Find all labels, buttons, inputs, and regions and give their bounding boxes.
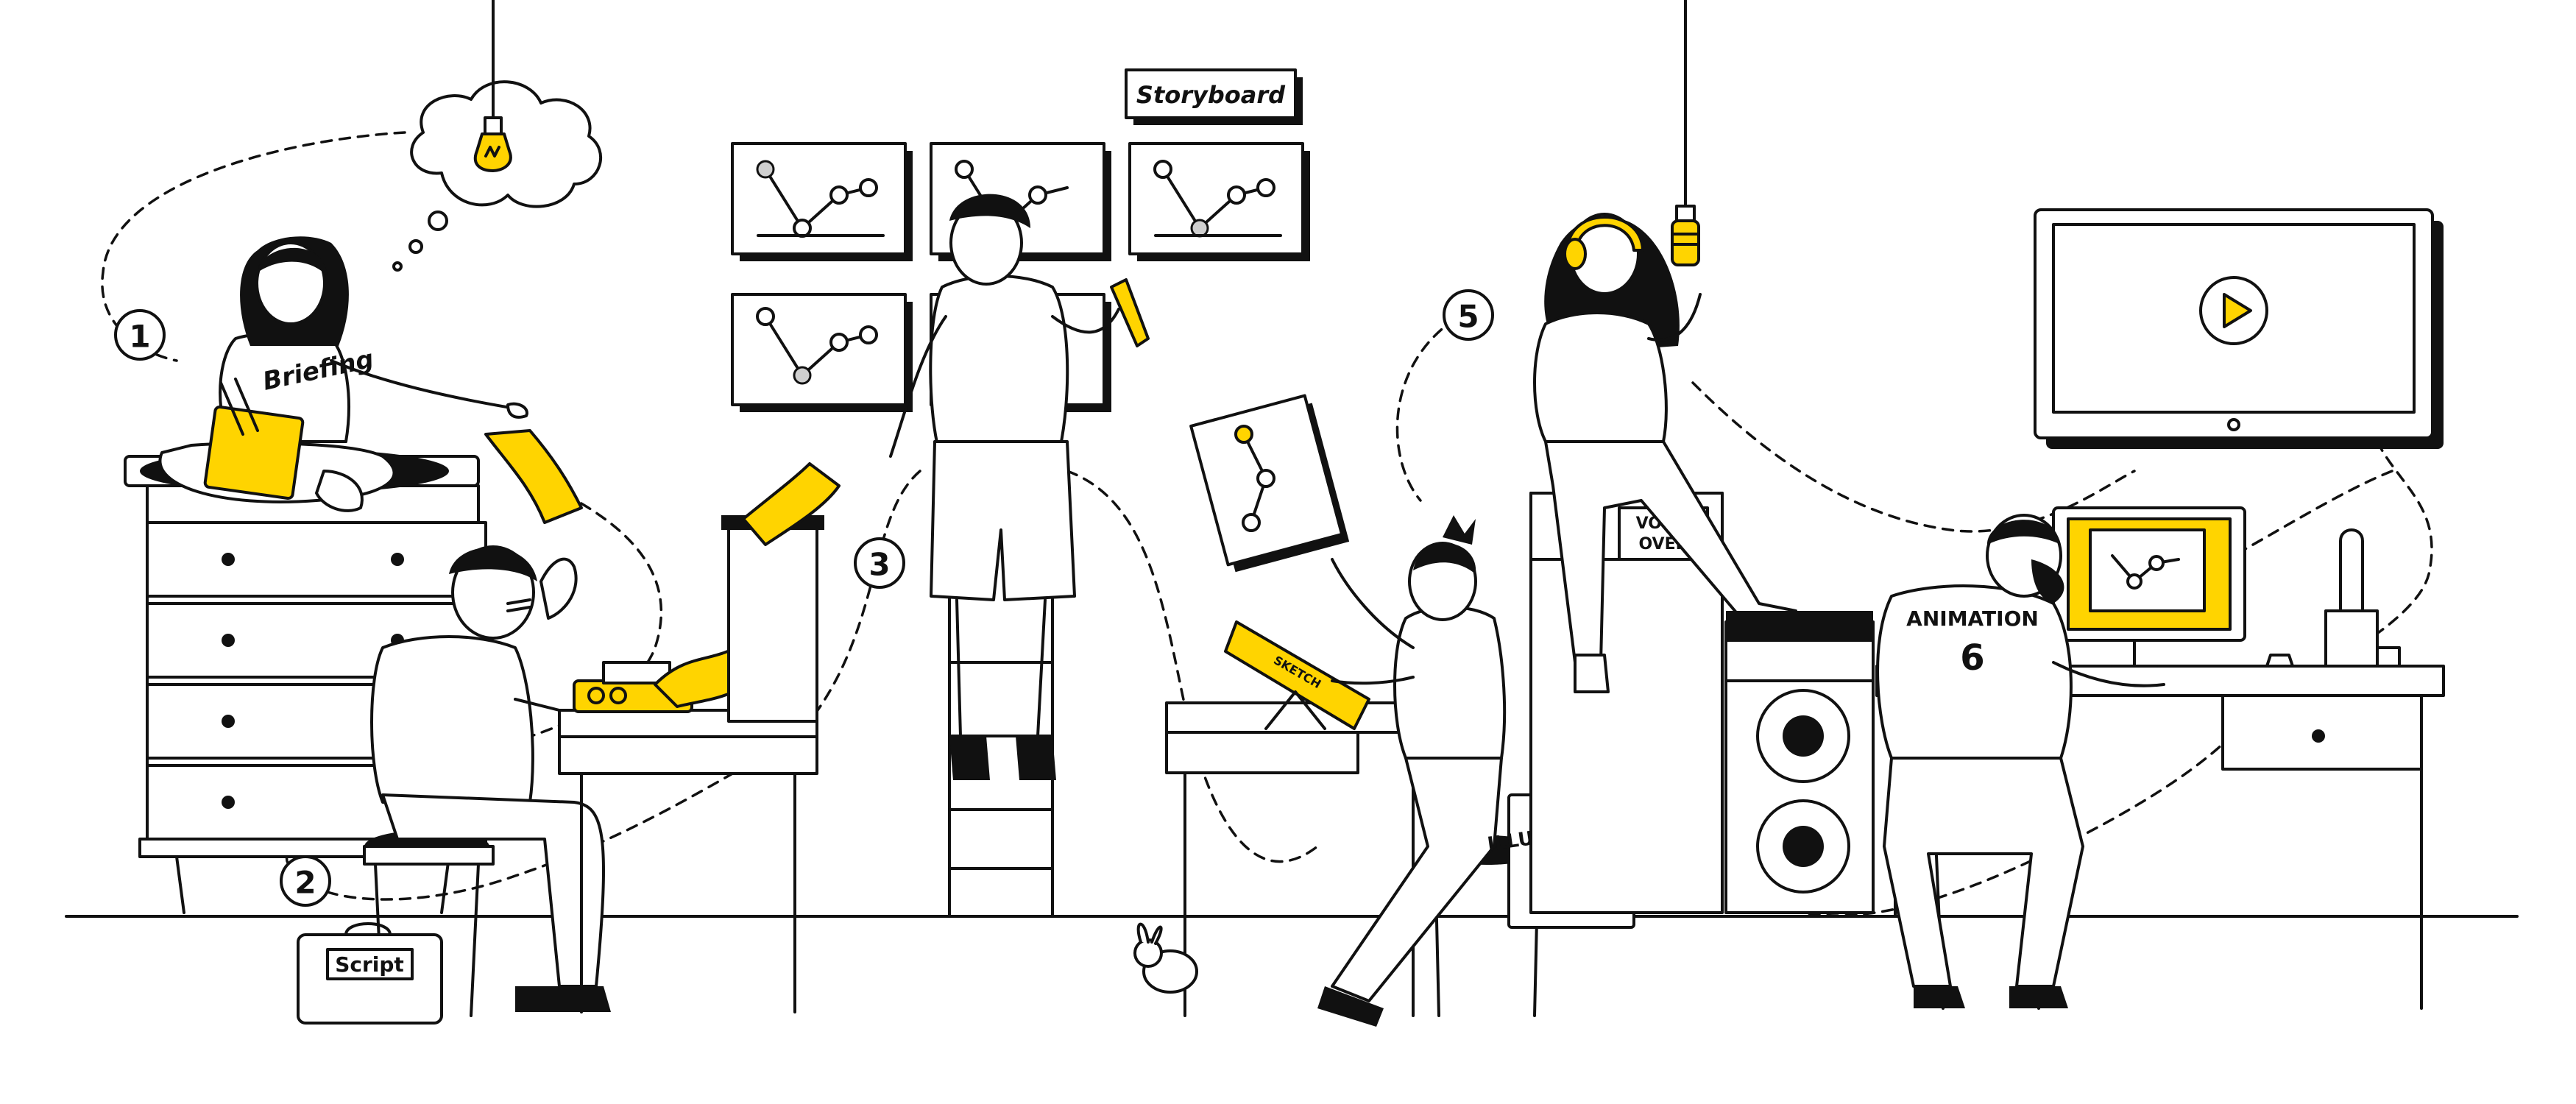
rabbit-icon bbox=[1133, 922, 1198, 994]
file-cabinet bbox=[721, 462, 841, 723]
step-6-number: 6 bbox=[1960, 637, 1984, 679]
briefing-person: Briefing bbox=[140, 236, 528, 512]
script-suitcase: Script bbox=[297, 922, 443, 1025]
step-3-badge: 3 bbox=[854, 537, 905, 589]
play-icon bbox=[2199, 276, 2268, 345]
cactus-icon bbox=[2324, 528, 2379, 668]
script-writer bbox=[363, 545, 611, 1017]
tv-monitor bbox=[2034, 208, 2444, 449]
drawing-tablet-board bbox=[1189, 394, 1350, 573]
storyboard-panel bbox=[731, 142, 913, 261]
step-1-number: 1 bbox=[129, 319, 150, 355]
flying-paper bbox=[484, 429, 583, 524]
step-3-number: 3 bbox=[868, 547, 890, 583]
thought-cloud-icon bbox=[392, 80, 603, 272]
storyboard-label: Storyboard bbox=[1136, 81, 1286, 109]
storyboard-artist bbox=[889, 194, 1150, 918]
step-5-number: 5 bbox=[1457, 299, 1479, 335]
lightbulb-icon bbox=[473, 0, 512, 172]
script-label: Script bbox=[335, 952, 404, 977]
storyboard-sign: Storyboard bbox=[1125, 68, 1303, 125]
microphone-icon bbox=[1671, 0, 1700, 266]
storyboard-panel bbox=[731, 293, 913, 412]
step-2-number: 2 bbox=[294, 865, 316, 901]
animation-label: ANIMATION bbox=[1906, 606, 2039, 631]
script-desk bbox=[558, 646, 818, 1013]
illustrator-person bbox=[1317, 515, 1546, 1027]
step-5-badge: 5 bbox=[1443, 289, 1494, 341]
step-2-badge: 2 bbox=[280, 855, 331, 907]
storyboard-panel bbox=[1128, 142, 1310, 261]
speaker-stack bbox=[1724, 611, 1875, 914]
animator-person: ANIMATION 6 bbox=[1876, 514, 2165, 1010]
storyboard-panels bbox=[731, 142, 1310, 412]
voice-over-person bbox=[1533, 213, 1797, 693]
step-1-badge: 1 bbox=[114, 309, 166, 361]
